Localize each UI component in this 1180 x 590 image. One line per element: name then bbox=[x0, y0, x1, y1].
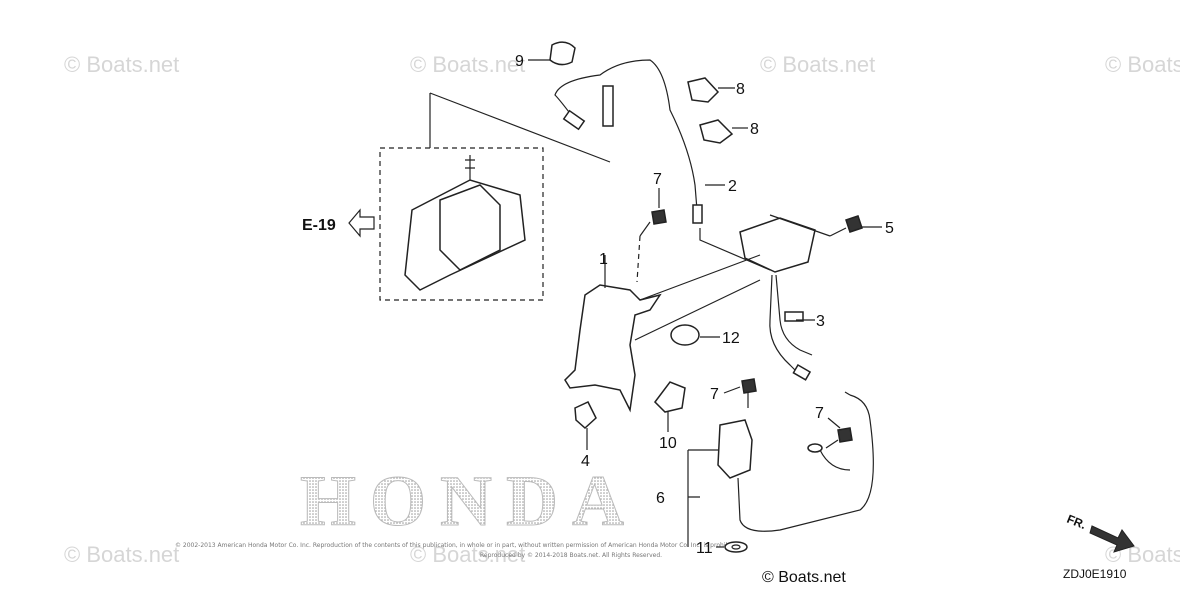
front-arrow-icon bbox=[1089, 525, 1135, 553]
ignition-coil-lead bbox=[465, 155, 475, 180]
callout-7-c: 7 bbox=[815, 405, 824, 422]
part-12: 12 bbox=[670, 324, 740, 347]
part-4-cable bbox=[737, 394, 874, 532]
callout-10: 10 bbox=[659, 435, 677, 452]
part-3-wire-b bbox=[775, 274, 813, 356]
callout-6: 5 bbox=[885, 220, 894, 237]
part-9: 9 bbox=[515, 41, 576, 70]
watermark: © Boats.net bbox=[410, 52, 525, 77]
regulator-body bbox=[739, 217, 816, 273]
part-3-terminal-b bbox=[792, 364, 812, 381]
bolt-shank bbox=[639, 221, 651, 237]
bracket-mount-lines bbox=[634, 254, 761, 341]
part-6-bolt-head bbox=[845, 215, 863, 233]
callout-7-b: 7 bbox=[710, 386, 719, 403]
part-7-bolt-a: 7 bbox=[636, 171, 667, 283]
callout-8-upper: 8 bbox=[736, 81, 745, 98]
callout-9: 9 bbox=[515, 53, 524, 70]
watermark: © Boats.net bbox=[410, 542, 525, 567]
reference-dashed-box bbox=[379, 147, 544, 301]
part-5-clip bbox=[574, 401, 597, 430]
part-7-bolt-c: 7 bbox=[815, 405, 853, 449]
part-3: 3 bbox=[769, 274, 825, 381]
part-6: 5 bbox=[699, 214, 894, 273]
part-3-wire-a bbox=[769, 274, 801, 376]
part-4-ground-lead bbox=[819, 449, 851, 471]
watermark-layer: © Boats.net © Boats.net © Boats.net © Bo… bbox=[64, 52, 1180, 567]
e19-reference-arrow: E-19 bbox=[302, 208, 375, 238]
front-label: FR. bbox=[1065, 512, 1088, 532]
reference-leader bbox=[429, 92, 611, 163]
copyright-line-2: Reproduced by © 2014-2018 Boats.net. All… bbox=[480, 552, 662, 559]
part-4-leader bbox=[687, 449, 718, 547]
watermark: © Boats.net bbox=[760, 52, 875, 77]
part-2: 2 bbox=[554, 59, 737, 224]
part-4-ring-terminal bbox=[807, 443, 823, 453]
part-8-clip-upper bbox=[687, 77, 720, 103]
part-9-clip bbox=[549, 41, 576, 66]
part-12-clamp bbox=[670, 324, 700, 346]
part-10-grommet bbox=[654, 381, 686, 413]
part-2-terminal bbox=[692, 204, 703, 224]
front-direction-indicator: FR. bbox=[1065, 512, 1135, 553]
part-6-bolt-shank bbox=[829, 227, 847, 237]
callout-3: 3 bbox=[816, 313, 825, 330]
footer-watermark: © Boats.net bbox=[762, 569, 846, 586]
reference-coil-group bbox=[379, 92, 611, 301]
bolt-axis-a bbox=[636, 235, 641, 283]
bolt-head bbox=[837, 427, 853, 443]
honda-logo-text: HONDA bbox=[300, 461, 638, 541]
bolt-head bbox=[651, 209, 667, 225]
bolt-shank bbox=[825, 439, 839, 449]
part-3-terminal-a bbox=[784, 311, 804, 322]
part-2-connector-b bbox=[602, 85, 614, 127]
callout-5: 4 bbox=[581, 453, 590, 470]
e19-label: E-19 bbox=[302, 217, 336, 234]
part-7-leader-c bbox=[827, 417, 841, 429]
part-2-connector-a bbox=[562, 109, 586, 131]
part-7-bolt-b: 7 bbox=[710, 378, 757, 408]
part-11: 11 bbox=[696, 540, 748, 557]
part-4: 6 bbox=[656, 391, 874, 547]
part-1: 1 bbox=[564, 251, 761, 413]
part-11-washer bbox=[724, 541, 748, 553]
watermark: © Boats.net bbox=[64, 542, 179, 567]
callout-4: 6 bbox=[656, 490, 665, 507]
part-4-cable-tip bbox=[844, 391, 851, 396]
bracket-body bbox=[564, 284, 662, 413]
diagram-code: ZDJ0E1910 bbox=[1063, 567, 1127, 581]
callout-11: 11 bbox=[696, 540, 713, 557]
copyright-line-1: © 2002-2013 American Honda Motor Co. Inc… bbox=[175, 542, 743, 549]
callout-8-lower: 8 bbox=[750, 121, 759, 138]
watermark: © Boats.net bbox=[64, 52, 179, 77]
part-7-leader-b bbox=[723, 386, 741, 394]
watermark: © Boats.net bbox=[1105, 52, 1180, 77]
part-5: 4 bbox=[574, 401, 597, 470]
bolt-head bbox=[741, 378, 757, 394]
part-2-cable bbox=[554, 59, 698, 211]
left-arrow-icon bbox=[348, 208, 375, 238]
callout-12: 12 bbox=[722, 330, 740, 347]
part-10: 10 bbox=[654, 381, 686, 452]
part-8-group: 8 8 bbox=[687, 77, 759, 144]
callout-7-a: 7 bbox=[653, 171, 662, 188]
callout-1: 1 bbox=[599, 251, 608, 268]
part-11-washer-hole bbox=[731, 544, 741, 550]
ignition-coil-body bbox=[439, 184, 501, 271]
part-4-switch-body bbox=[717, 419, 753, 479]
callout-2: 2 bbox=[728, 178, 737, 195]
part-8-clip-lower bbox=[699, 119, 734, 144]
